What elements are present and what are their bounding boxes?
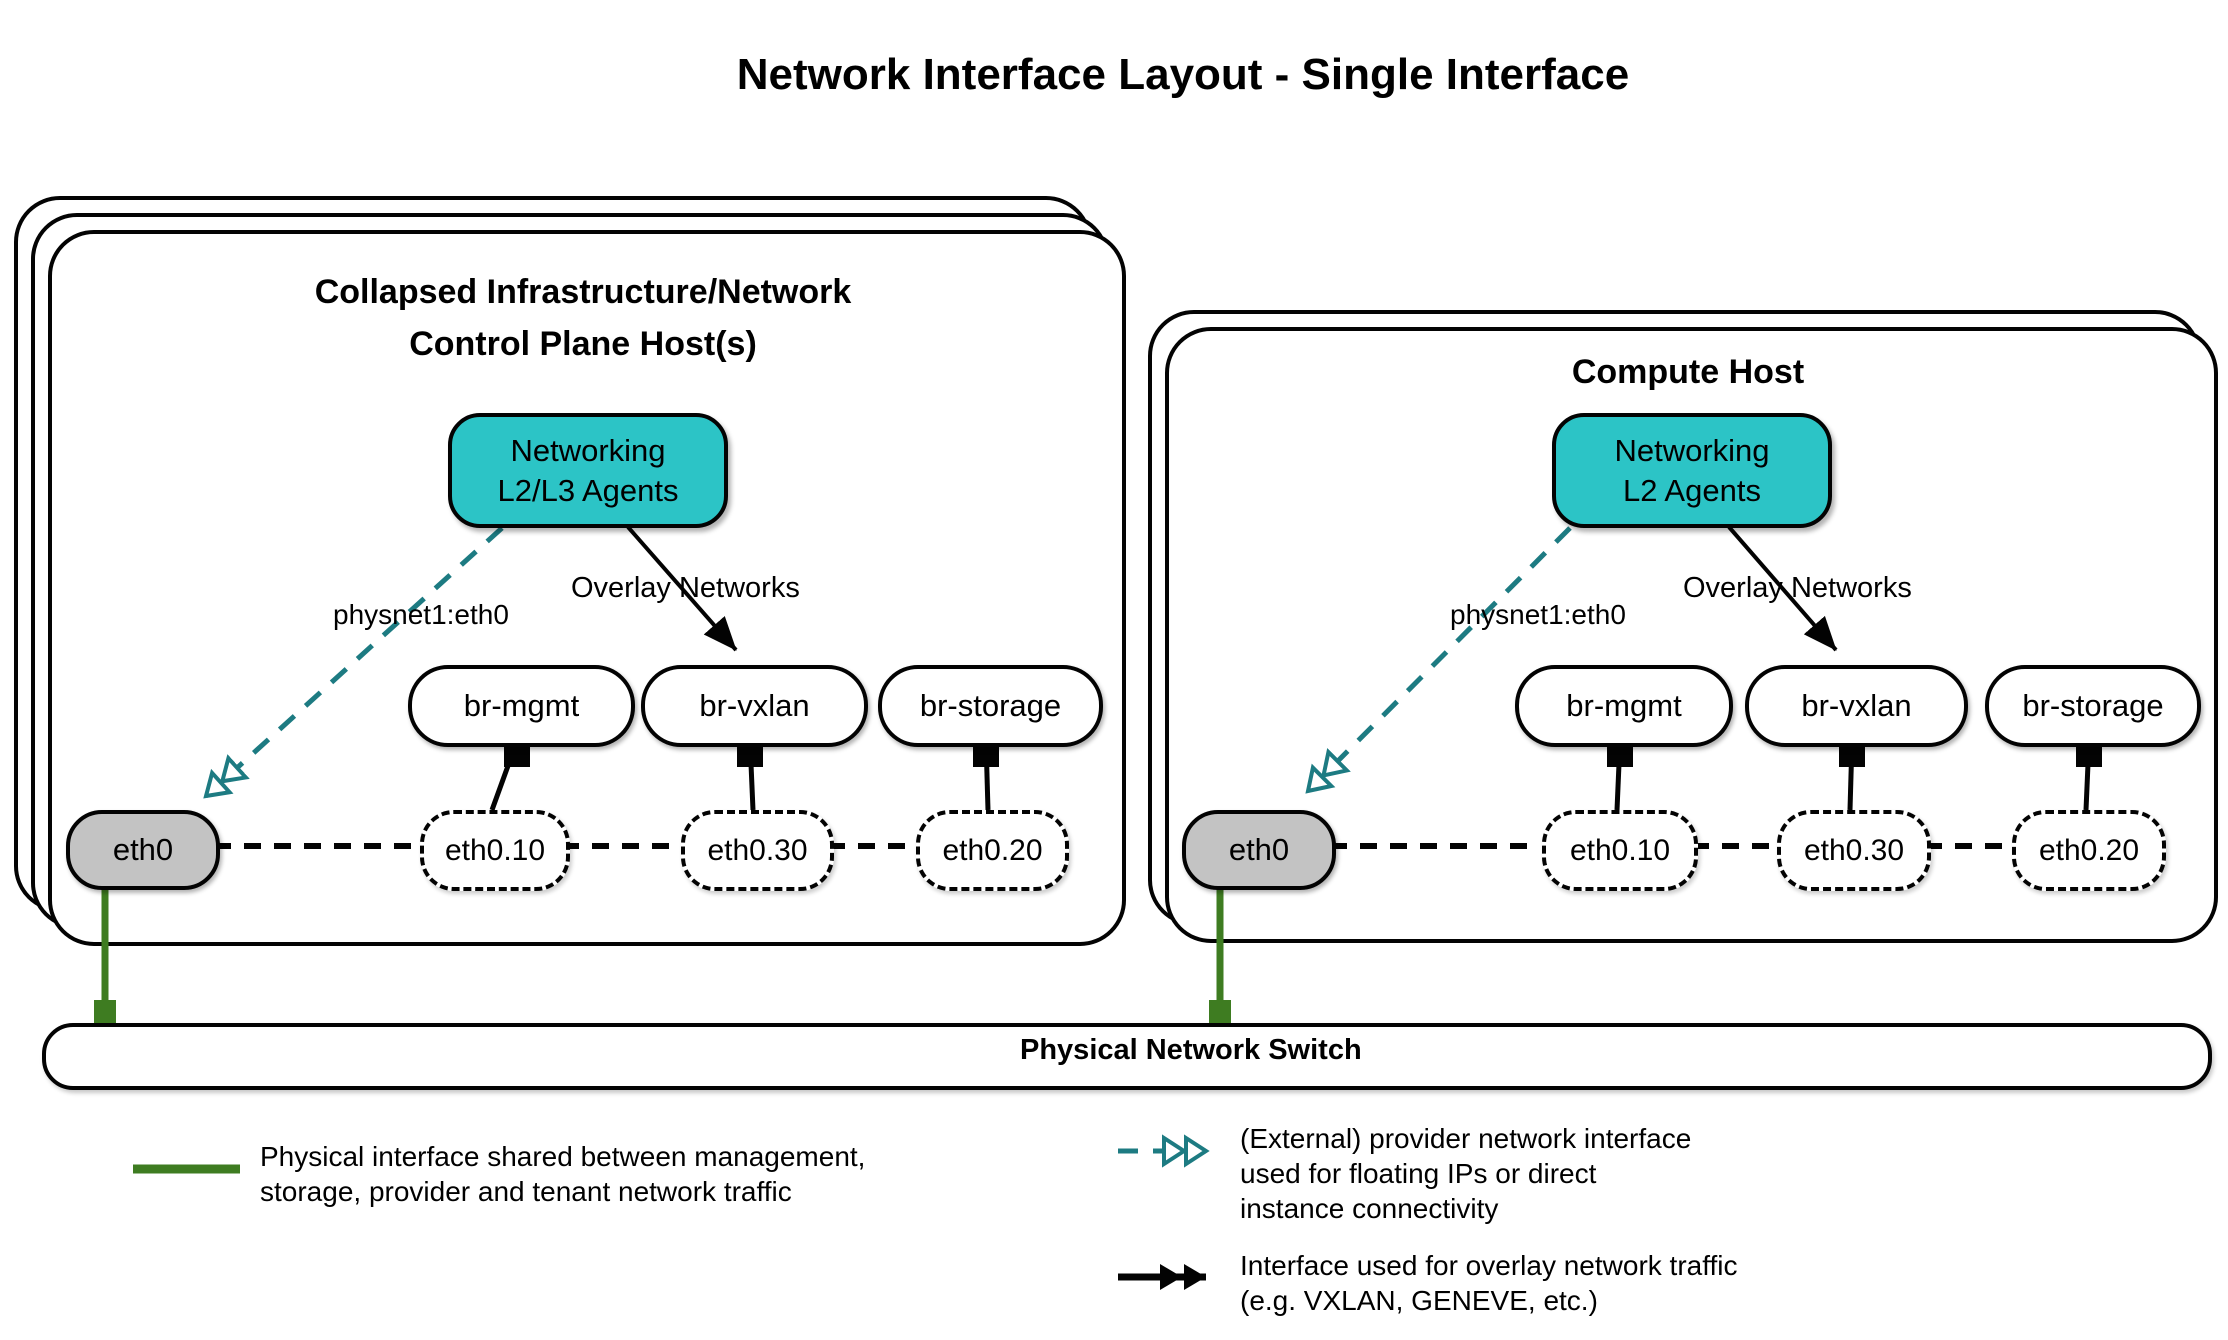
- physical-switch-bar: [42, 1023, 2212, 1090]
- left-switch-port-square: [94, 1000, 116, 1023]
- right-agents-line-1: Networking: [1614, 432, 1770, 468]
- left-host-title-line-1: Collapsed Infrastructure/Network: [314, 273, 852, 311]
- legend-physical-text: Physical interface shared between manage…: [260, 1139, 865, 1209]
- left-provider-route-label: physnet1:eth0: [333, 599, 509, 630]
- right-bridge-pill-br-storage: br-storage: [1985, 665, 2201, 747]
- right-overlay-route-label: Overlay Networks: [1683, 572, 1912, 604]
- right-bridge-pill-br-vxlan: br-vxlan: [1745, 665, 1968, 747]
- left-agents-line-2: L2/L3 Agents: [497, 472, 679, 508]
- legend-overlay-text: Interface used for overlay network traff…: [1240, 1248, 1738, 1318]
- left-bridge-pill-br-vxlan: br-vxlan: [641, 665, 868, 747]
- left-vlan-pill-eth0-20: eth0.20: [916, 810, 1069, 891]
- left-agents-line-1: Networking: [510, 432, 666, 468]
- legend-physical-line-2: storage, provider and tenant network tra…: [260, 1176, 792, 1207]
- legend-provider-text: (External) provider network interface us…: [1240, 1121, 1691, 1226]
- right-vlan-pill-eth0-10: eth0.10: [1542, 810, 1698, 891]
- right-vlan-pill-eth0-20: eth0.20: [2012, 810, 2166, 891]
- legend-provider-line-3: instance connectivity: [1240, 1193, 1499, 1224]
- right-host-title-line-1: Compute Host: [1571, 353, 1805, 391]
- left-bridge-pill-br-mgmt: br-mgmt: [408, 665, 635, 747]
- left-vlan-pill-eth0-30: eth0.30: [681, 810, 834, 891]
- right-agents-box: Networking L2 Agents: [1552, 413, 1832, 528]
- right-provider-route-label: physnet1:eth0: [1450, 599, 1626, 630]
- legend-overlay-line-2: (e.g. VXLAN, GENEVE, etc.): [1240, 1285, 1598, 1316]
- page-title: Network Interface Layout - Single Interf…: [736, 50, 1630, 99]
- right-eth0-pill: eth0: [1182, 810, 1336, 890]
- left-vlan-pill-eth0-10: eth0.10: [420, 810, 570, 891]
- right-bridge-pill-br-mgmt: br-mgmt: [1515, 665, 1733, 747]
- legend-physical-line-1: Physical interface shared between manage…: [260, 1141, 866, 1172]
- left-overlay-route-label: Overlay Networks: [571, 572, 800, 604]
- right-agents-line-2: L2 Agents: [1623, 472, 1761, 508]
- left-eth0-pill: eth0: [66, 810, 220, 890]
- right-vlan-pill-eth0-30: eth0.30: [1777, 810, 1931, 891]
- legend-provider-line-2: used for floating IPs or direct: [1240, 1158, 1597, 1189]
- legend-overlay-line-1: Interface used for overlay network traff…: [1240, 1250, 1738, 1281]
- right-host-title: Compute Host: [1218, 346, 2158, 398]
- left-bridge-pill-br-storage: br-storage: [878, 665, 1103, 747]
- right-switch-port-square: [1209, 1000, 1231, 1023]
- switch-label: Physical Network Switch: [1020, 1034, 1362, 1066]
- legend-provider-line-1: (External) provider network interface: [1240, 1123, 1692, 1154]
- left-host-title: Collapsed Infrastructure/Network Control…: [113, 266, 1053, 370]
- left-agents-box: Networking L2/L3 Agents: [448, 413, 728, 528]
- left-host-title-line-2: Control Plane Host(s): [409, 325, 757, 363]
